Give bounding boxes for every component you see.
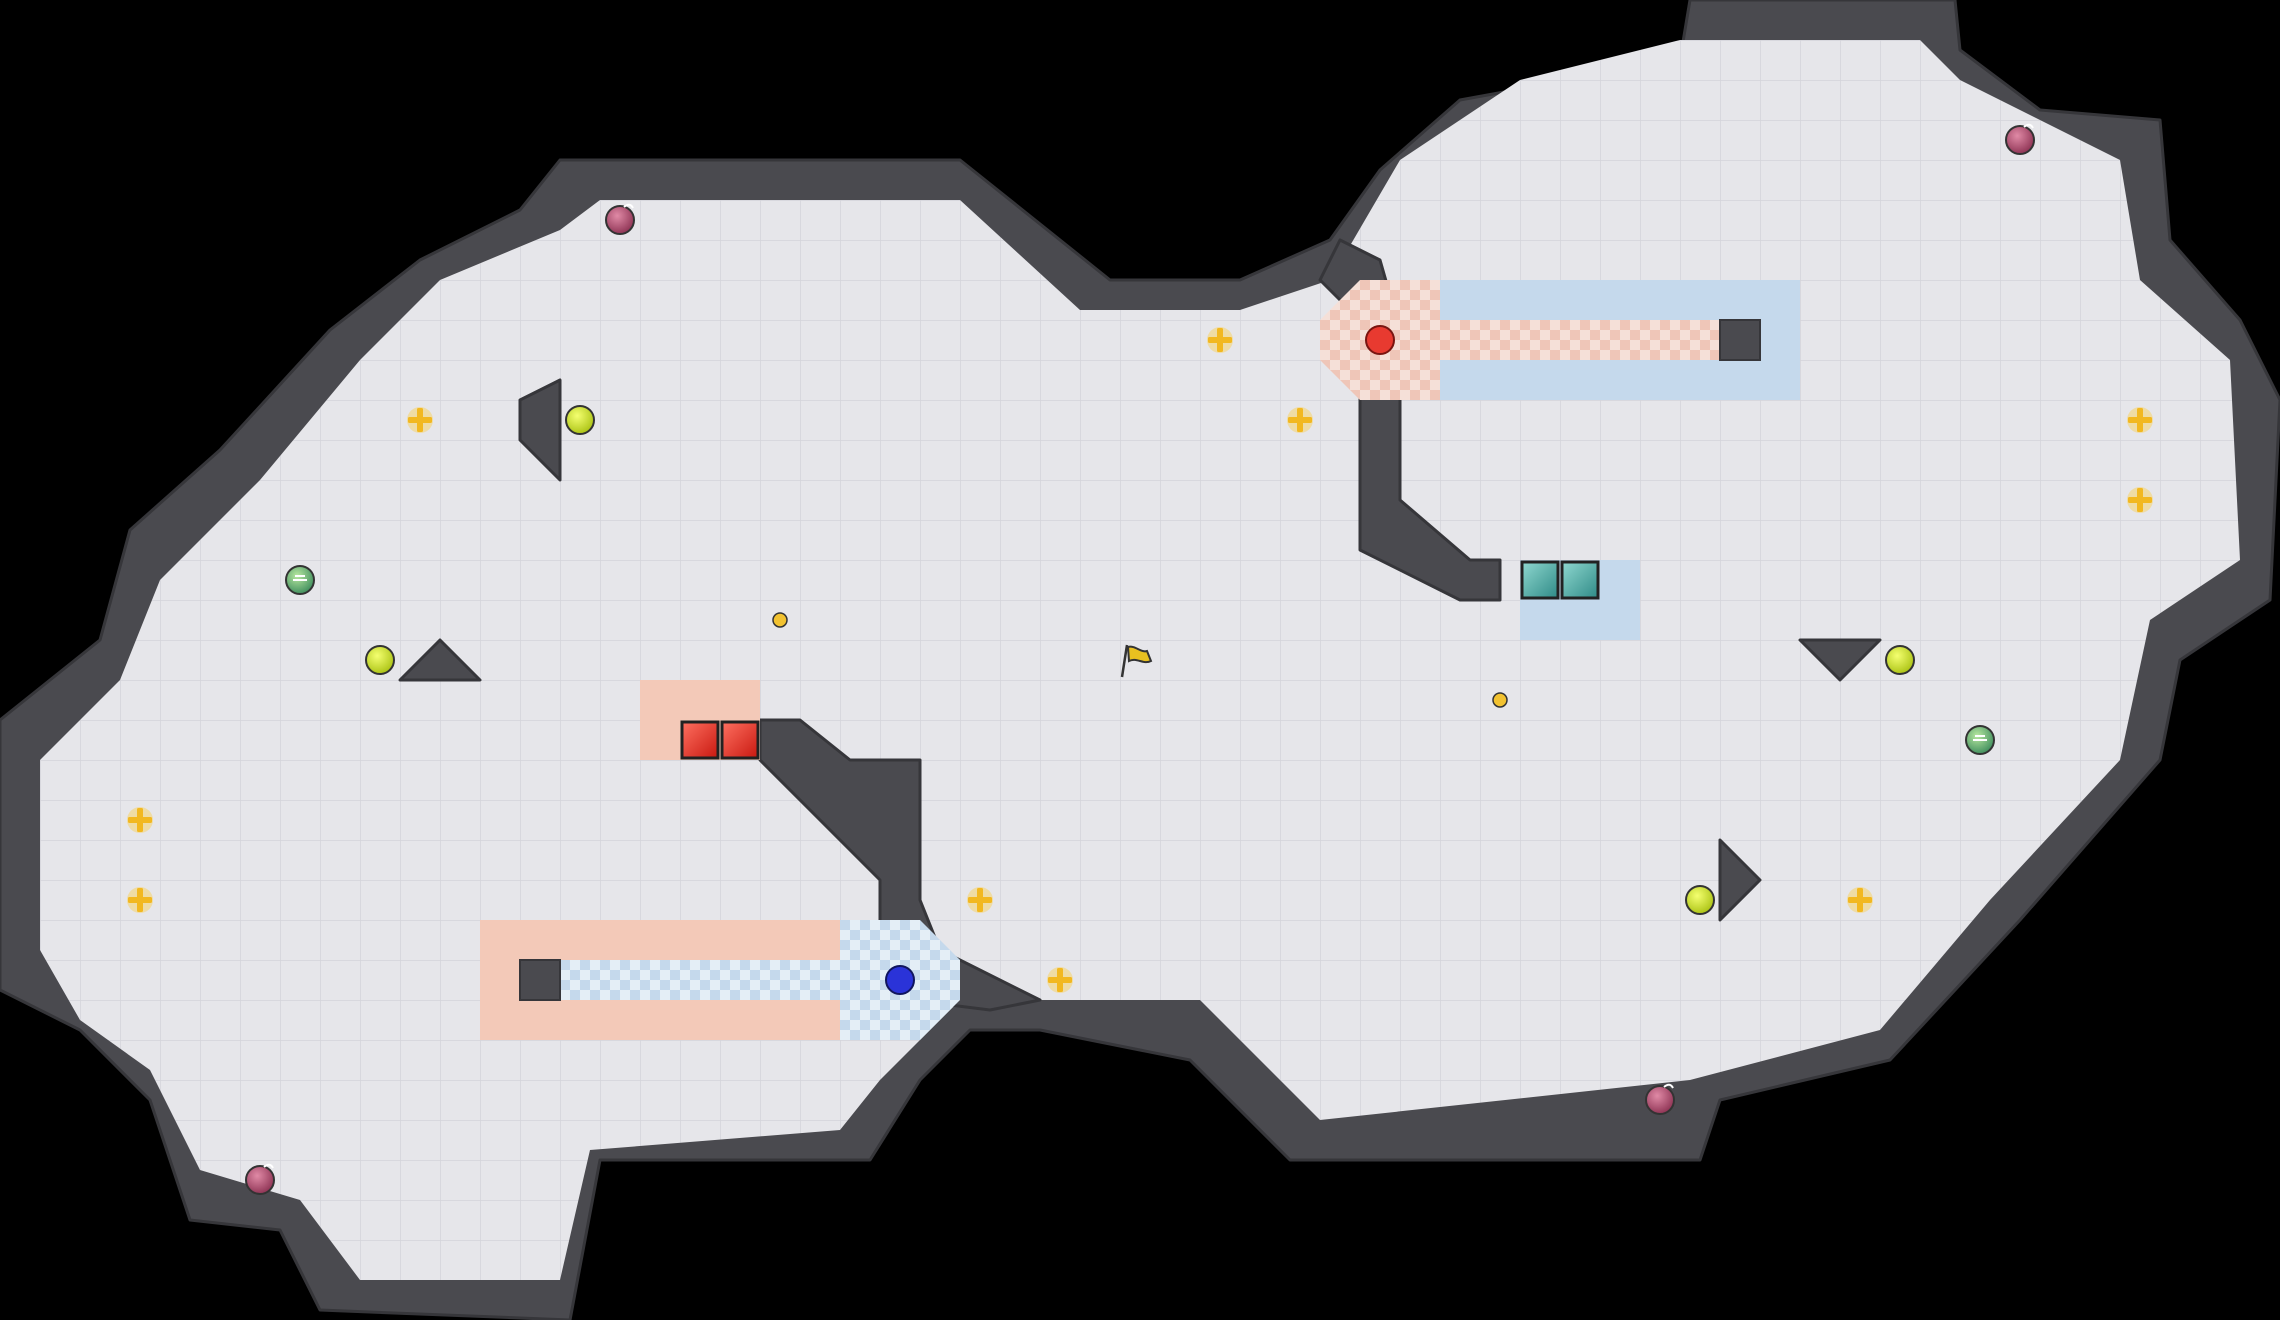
blue-zone-right	[1320, 280, 1800, 640]
portal-icon	[1492, 692, 1508, 708]
powerup-icon	[565, 405, 595, 435]
powerup-icon	[1685, 885, 1715, 915]
boost-pad-icon	[967, 887, 993, 913]
boost-pad-icon	[407, 407, 433, 433]
right-base-block	[1719, 319, 1761, 361]
boost-pad-icon	[1847, 887, 1873, 913]
powerup-icon	[1885, 645, 1915, 675]
portals	[772, 612, 1508, 708]
boost-pad-icon	[127, 807, 153, 833]
powerups	[365, 405, 1915, 915]
jukejuice-icon	[285, 565, 315, 595]
boost-pad-icon	[1207, 327, 1233, 353]
powerup-icon	[365, 645, 395, 675]
bomb-icon	[605, 203, 635, 235]
teal-gates	[1520, 560, 1600, 600]
red-flag-icon	[1365, 325, 1395, 355]
boost-pad-icon	[2127, 487, 2153, 513]
bomb-icon	[245, 1163, 275, 1195]
jukejuice-icon	[1965, 725, 1995, 755]
red-gates	[680, 720, 760, 760]
bomb-icon	[2005, 123, 2035, 155]
blue-flag-icon	[885, 965, 915, 995]
left-base-block	[519, 959, 561, 1001]
neutral-flag-icon	[1120, 644, 1153, 678]
boost-pads	[127, 327, 2153, 993]
jukejuice	[285, 565, 1995, 755]
boost-pad-icon	[1047, 967, 1073, 993]
bombs	[245, 123, 2035, 1195]
boost-pad-icon	[127, 887, 153, 913]
boost-pad-icon	[1287, 407, 1313, 433]
portal-icon	[772, 612, 788, 628]
boost-pad-icon	[2127, 407, 2153, 433]
bomb-icon	[1645, 1083, 1675, 1115]
